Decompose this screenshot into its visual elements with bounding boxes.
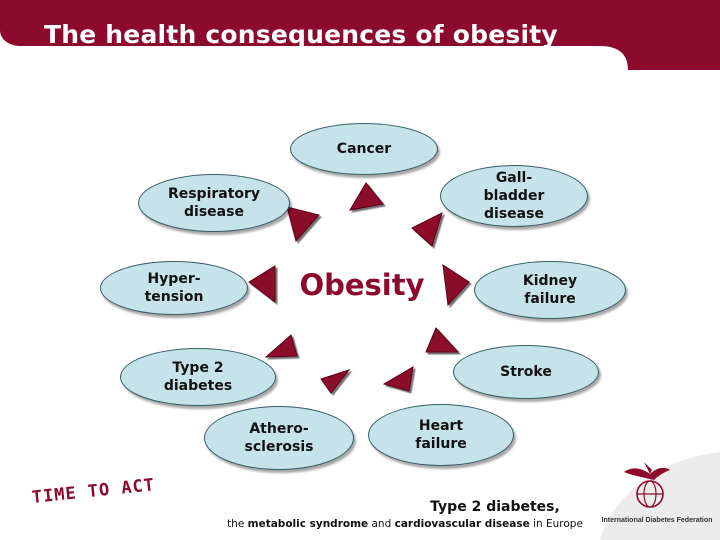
logo-text: International Diabetes Federation (601, 517, 713, 524)
arrow-to-stroke (425, 327, 460, 353)
arrow-to-athero (320, 369, 351, 394)
arrow-to-kidney (442, 263, 470, 307)
node-stroke: Stroke (453, 345, 599, 399)
node-kidney-label: Kidney failure (522, 273, 578, 307)
header-banner-shape (0, 0, 720, 70)
arrow-to-respiratory (286, 206, 320, 243)
node-cancer-label: Cancer (336, 141, 392, 157)
center-label-obesity: Obesity (299, 268, 425, 302)
arrow-to-heart (382, 366, 414, 392)
node-gallbladder: Gall- bladder disease (440, 165, 588, 227)
header-banner (0, 0, 720, 70)
arrow-to-type2 (264, 334, 298, 358)
footer-sub-emphasis: cardiovascular disease (394, 518, 530, 530)
logo-bird (624, 467, 670, 480)
node-cancer: Cancer (290, 123, 438, 175)
footer-sub-emphasis: metabolic syndrome (247, 518, 369, 530)
footer-sub-part: the (227, 518, 248, 530)
node-hypertension-label: Hyper- tension (144, 271, 204, 305)
footer-sub-part: in Europe (529, 518, 583, 530)
arrow-to-hypertension (248, 265, 276, 304)
node-heart-failure-label: Heart failure (415, 418, 467, 452)
logo-swoosh (600, 452, 720, 540)
node-heart-failure: Heart failure (368, 404, 514, 466)
node-type2-diabetes: Type 2 diabetes (120, 348, 276, 406)
footer-sub-part: and (368, 518, 395, 530)
slide-title: The health consequences of obesity (44, 20, 558, 49)
node-atherosclerosis-label: Athero- sclerosis (244, 421, 314, 455)
node-respiratory-label: Respiratory disease (167, 186, 261, 220)
node-type2-diabetes-label: Type 2 diabetes (163, 360, 233, 394)
bird-globe-icon (600, 452, 720, 540)
node-atherosclerosis: Athero- sclerosis (204, 406, 354, 470)
arrow-to-gallbladder (411, 212, 443, 247)
footer-title: Type 2 diabetes, (430, 499, 560, 515)
node-respiratory: Respiratory disease (138, 174, 290, 232)
node-hypertension: Hyper- tension (100, 261, 248, 315)
node-kidney: Kidney failure (474, 261, 626, 319)
node-stroke-label: Stroke (500, 364, 552, 380)
node-gallbladder-label: Gall- bladder disease (483, 170, 545, 222)
logo-bird-tail (644, 462, 652, 474)
arrow-to-cancer (349, 182, 384, 211)
footer-subtitle: the metabolic syndrome and cardiovascula… (222, 518, 588, 530)
